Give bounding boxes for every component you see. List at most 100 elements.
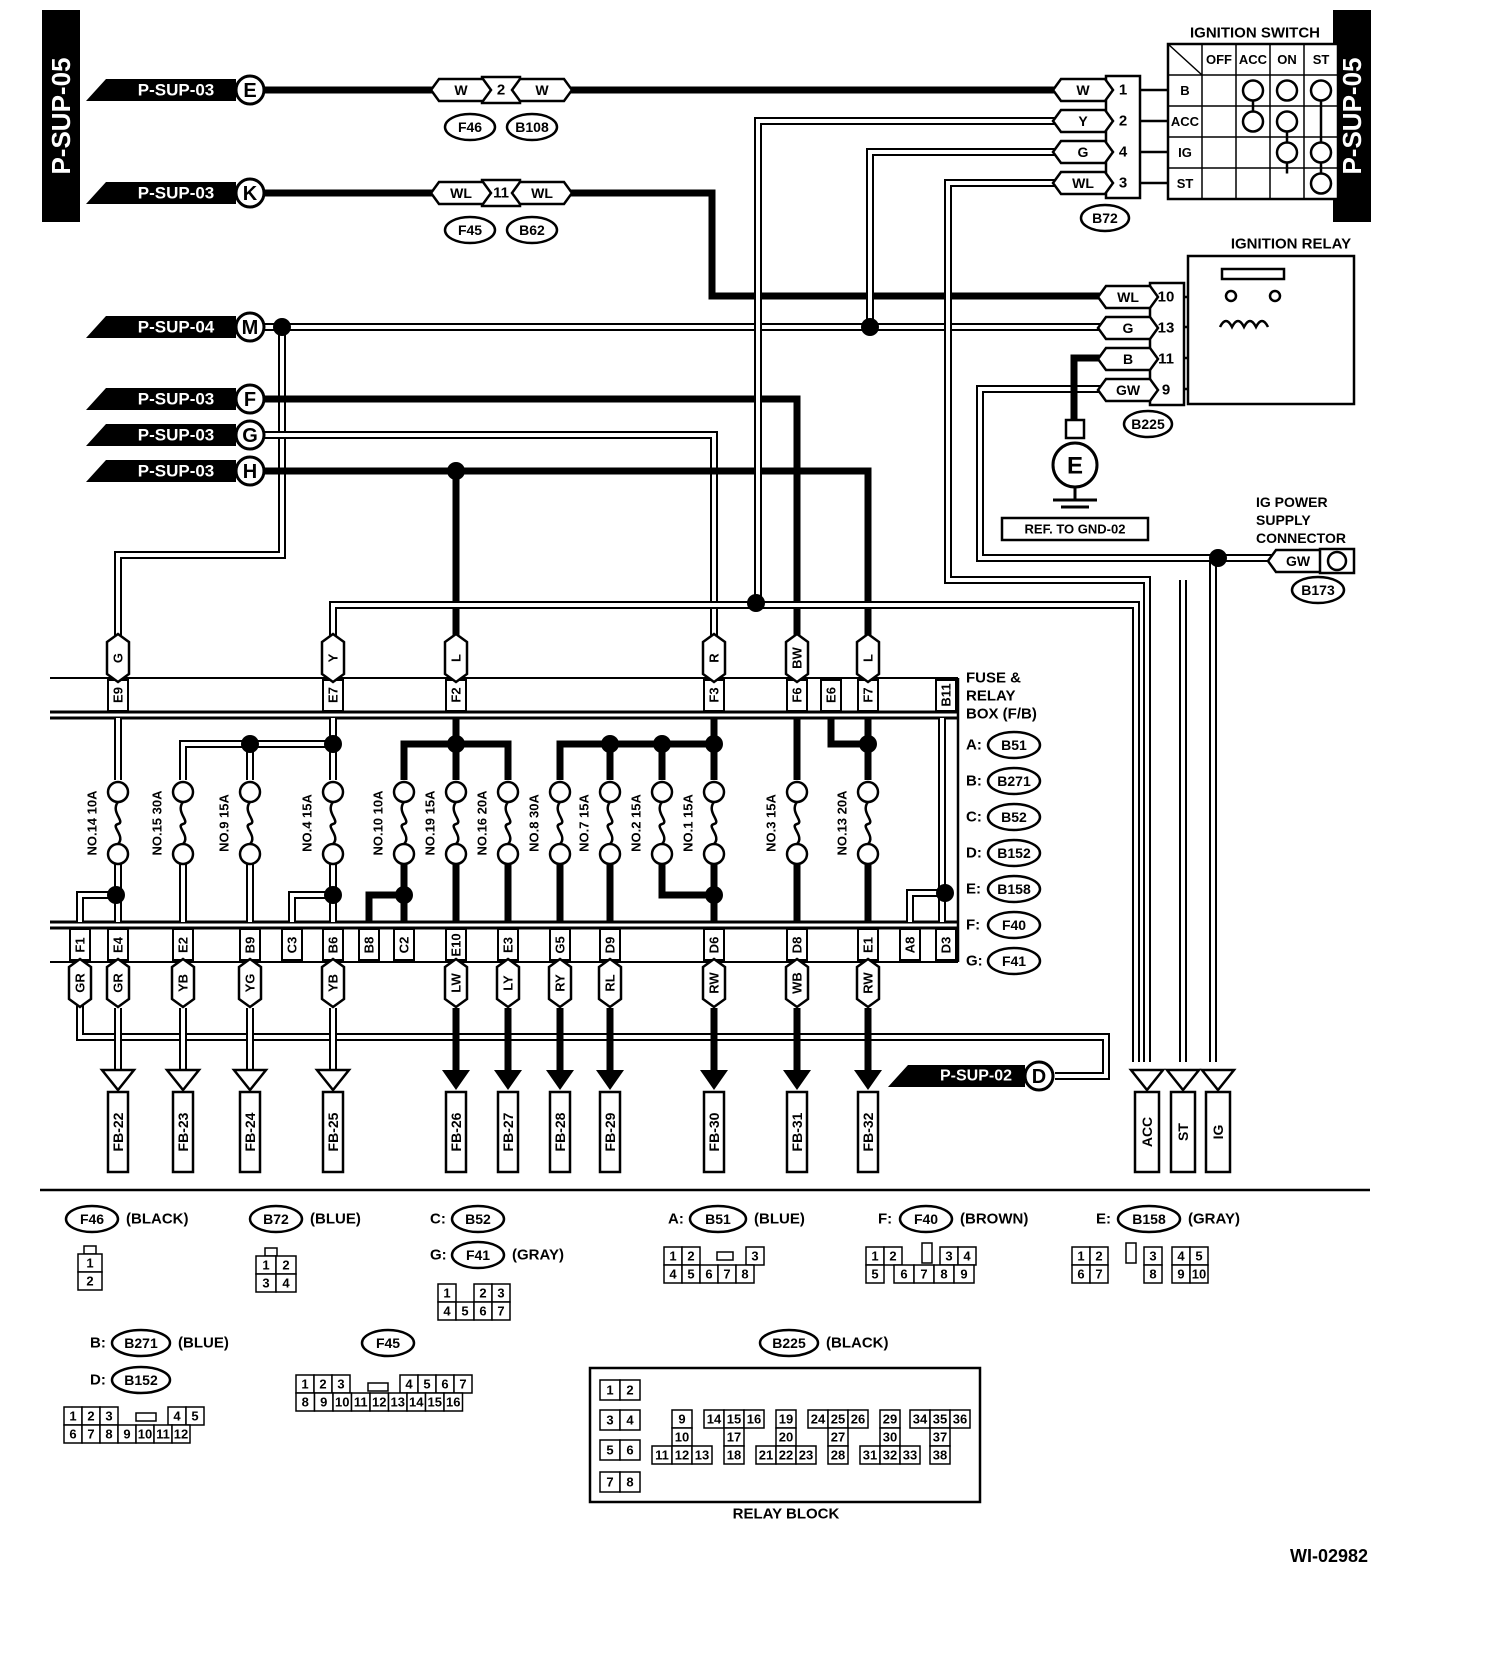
- f40-row2b-pin: 7: [920, 1267, 927, 1282]
- b152-row1a: [63, 1406, 119, 1426]
- f41-row2: [437, 1301, 511, 1321]
- connector-view-id-oval: [898, 1204, 954, 1234]
- rb-g2-pin: 4: [626, 1413, 634, 1428]
- fuse-terminal: [598, 842, 622, 866]
- fb-bottom-terminal-label: G5: [553, 936, 568, 953]
- rb-19-pin: 19: [779, 1412, 793, 1427]
- double-wire-core: [78, 962, 1108, 1078]
- source-f-letter: F: [244, 389, 256, 411]
- fb-bottom-terminal-label: C3: [285, 937, 300, 954]
- f40-row1a-pin: 1: [871, 1249, 878, 1264]
- rb-g2: [599, 1409, 641, 1431]
- fb-bottom-terminal: [935, 928, 957, 961]
- fuse-label: NO.4 15A: [300, 793, 315, 851]
- source-h-letter: H: [243, 461, 257, 483]
- junction-ig: [861, 318, 879, 336]
- output-arrow: [546, 1070, 574, 1090]
- thick-wire: [262, 467, 872, 640]
- f41-row2-pin: 4: [443, 1304, 451, 1319]
- fuse-label: NO.13 20A: [835, 790, 850, 856]
- fb-top-terminal: [820, 679, 842, 712]
- output-box: [106, 1090, 130, 1174]
- relay-coil: [1218, 319, 1270, 330]
- output-box: [171, 1090, 195, 1174]
- b72-pin: 3: [1119, 175, 1127, 192]
- fuse-box-legend-id: B152: [997, 845, 1031, 861]
- fb-top-terminal-label: F6: [790, 687, 805, 702]
- fuse-terminal: [496, 842, 520, 866]
- fuse-box-title: BOX (F/B): [966, 706, 1037, 723]
- output-box: [1169, 1090, 1197, 1174]
- fuse-terminal: [321, 780, 345, 804]
- output-box: [496, 1090, 520, 1174]
- sink-arrow: [888, 1065, 1025, 1087]
- rb-29-pin: 29: [883, 1412, 897, 1427]
- junction-fuse: [447, 735, 465, 753]
- b225-wire-color-tag: [1096, 284, 1160, 310]
- output-arrow: [1128, 1068, 1166, 1093]
- b225-wire-color: G: [1123, 320, 1134, 336]
- fb-bottom-wire-color: RY: [553, 974, 568, 992]
- connector-view-id: B52: [465, 1211, 491, 1227]
- b158-row1c-pin: 4: [1177, 1249, 1185, 1264]
- fb-bottom-wire-color-tag: [67, 957, 93, 1009]
- connector-view-id-oval: [450, 1240, 506, 1270]
- fuse-terminal: [392, 780, 416, 804]
- fb-top-terminal-label: B11: [939, 683, 954, 706]
- connector-view-id-oval: [110, 1365, 172, 1395]
- b225-pin: 11: [1158, 351, 1174, 368]
- b158-row2c-cell: [1189, 1264, 1209, 1284]
- fuse-terminal: [238, 842, 262, 866]
- rb-38-cell: [929, 1445, 951, 1465]
- b225-wire-color: B: [1123, 351, 1133, 367]
- fb-bottom-terminal: [899, 928, 921, 961]
- b225-wire-color-tag: [1096, 346, 1160, 372]
- sink-letter-circle: [1023, 1060, 1055, 1092]
- b72-row1-pin: 2: [282, 1258, 289, 1273]
- fuse-terminal: [548, 780, 572, 804]
- b51-row2-pin: 8: [741, 1267, 748, 1282]
- b51-row2-pin: 7: [723, 1267, 730, 1282]
- inline-connector-1-left-id-oval: [443, 112, 497, 142]
- inline-connector-2-right-id-oval: [505, 215, 559, 245]
- rb-g3-cell: [619, 1439, 641, 1461]
- fuse-label: NO.3 15A: [764, 793, 779, 851]
- switch-contact: [1309, 141, 1333, 164]
- b72-key: [264, 1247, 278, 1257]
- fuse-box-legend-key: B:: [966, 773, 982, 790]
- fuse-element: [710, 801, 718, 845]
- b152-row2-pin: 7: [87, 1427, 94, 1442]
- switch-contact: [1275, 79, 1299, 102]
- inline-connector-1-right-color-tag: [510, 77, 574, 103]
- fb-bottom-wire-color-tag: [855, 957, 881, 1009]
- f46-row2: [77, 1271, 103, 1291]
- f40-row1a: [865, 1246, 903, 1266]
- switch-contact: [1309, 79, 1333, 102]
- junction-fuse: [653, 735, 671, 753]
- output-label: ACC: [1139, 1117, 1155, 1147]
- rb-g1: [599, 1379, 641, 1401]
- b225-wire-color: GW: [1116, 382, 1141, 398]
- f41-row1b-pin: 3: [497, 1286, 504, 1301]
- ground-letter: E: [1067, 453, 1083, 480]
- rb-9-pin: 9: [678, 1412, 685, 1427]
- fb-top-wire-color: Y: [326, 653, 341, 662]
- b72-connector-body: [1104, 74, 1142, 200]
- thick-wire: [262, 395, 801, 640]
- ground-terminal: [1064, 418, 1086, 440]
- fuse-box-legend-id-oval: [986, 874, 1042, 904]
- connector-view-prefix: E:: [1096, 1211, 1111, 1228]
- rb-g1-pin: 2: [626, 1383, 633, 1398]
- connector-view-color: (GRAY): [512, 1247, 564, 1264]
- b72-wire-color: W: [1076, 82, 1090, 98]
- fuse-element: [400, 801, 408, 845]
- fuse-element: [246, 801, 254, 845]
- connector-view-prefix: A:: [668, 1211, 684, 1228]
- f45-row2-pin: 11: [354, 1395, 368, 1410]
- output-label: IG: [1210, 1125, 1226, 1140]
- fuse-box-legend-id: B158: [997, 881, 1031, 897]
- f40-row2b-cell: [953, 1264, 975, 1284]
- connector-view-id-oval: [360, 1328, 416, 1358]
- b158-row2a-pin: 6: [1077, 1267, 1084, 1282]
- fuse-box-legend-id-oval: [986, 838, 1042, 868]
